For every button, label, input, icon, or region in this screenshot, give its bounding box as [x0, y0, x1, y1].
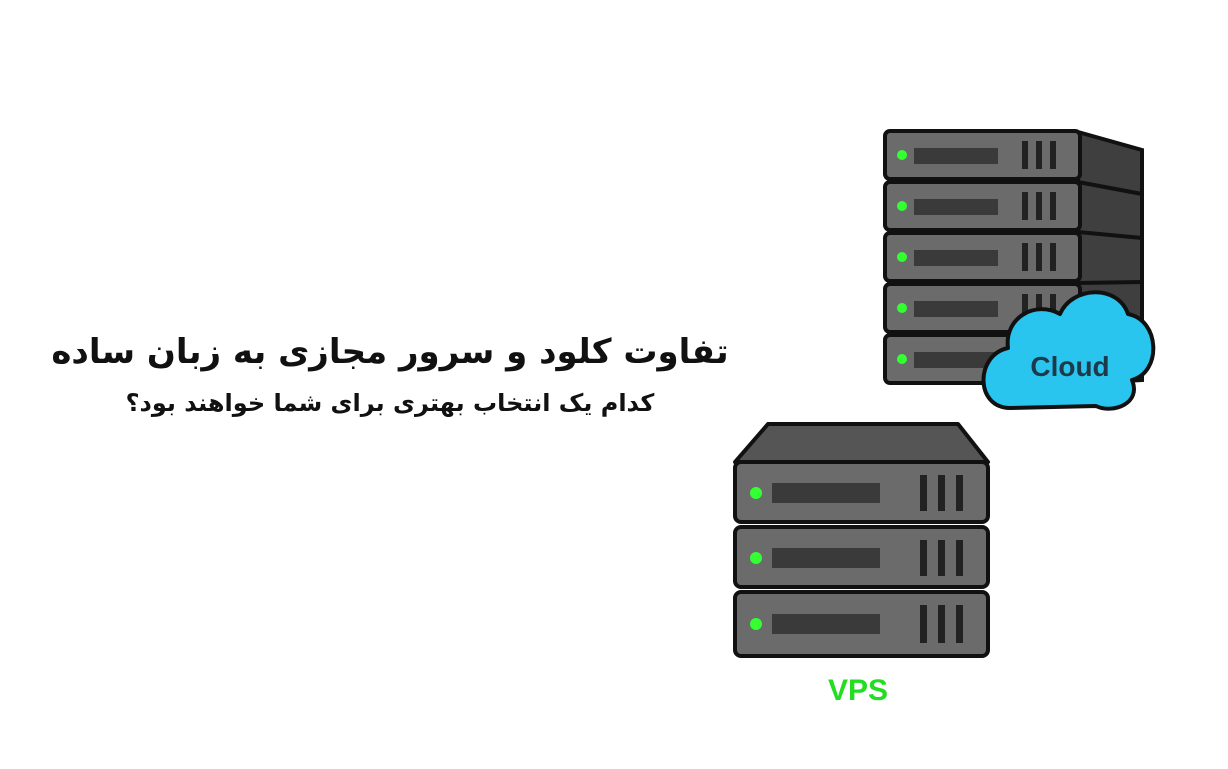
status-led-icon	[750, 552, 762, 564]
status-led-icon	[897, 303, 907, 313]
server-unit	[733, 460, 990, 524]
page-subtitle: کدام یک انتخاب بهتری برای شما خواهند بود…	[125, 389, 655, 418]
cloud-label: Cloud	[1030, 351, 1109, 382]
status-led-icon	[897, 150, 907, 160]
server-unit	[883, 231, 1082, 283]
server-unit	[883, 129, 1082, 181]
server-unit	[883, 180, 1082, 232]
status-led-icon	[897, 201, 907, 211]
server-unit	[733, 525, 990, 589]
cloud-icon: Cloud	[981, 290, 1156, 411]
status-led-icon	[897, 354, 907, 364]
headline: تفاوت کلود و سرور مجازی به زبان ساده کدا…	[40, 330, 740, 419]
server-unit	[733, 590, 990, 658]
status-led-icon	[897, 252, 907, 262]
vps-server-icon: VPS	[733, 422, 990, 707]
page-title: تفاوت کلود و سرور مجازی به زبان ساده	[51, 332, 729, 372]
status-led-icon	[750, 487, 762, 499]
status-led-icon	[750, 618, 762, 630]
vps-label: VPS	[828, 674, 888, 707]
